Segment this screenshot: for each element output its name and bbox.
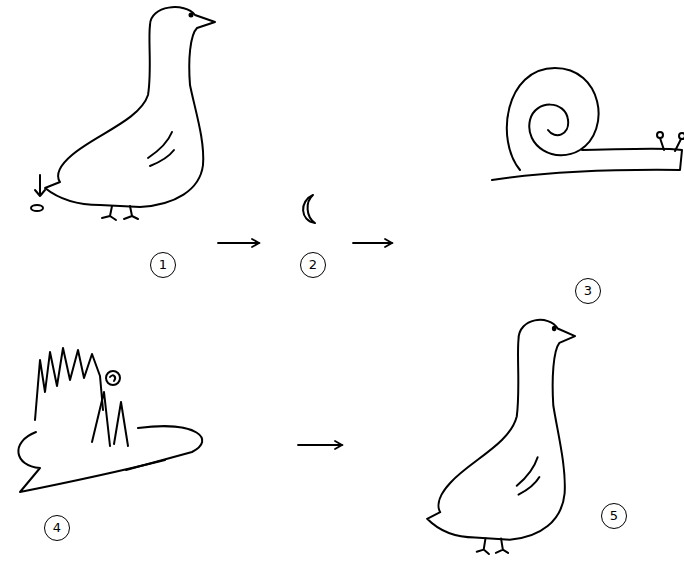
snail-drawing <box>492 68 684 180</box>
callout-number: 5 <box>601 503 627 529</box>
life-stage: 5 <box>345 305 595 555</box>
callout-number: 1 <box>150 252 176 278</box>
life-stage: 1 <box>25 0 215 290</box>
goose-drawing <box>427 320 575 554</box>
egg <box>31 205 43 211</box>
drop-arrow <box>35 175 45 196</box>
callout-number: 4 <box>44 515 70 541</box>
callout-number: 3 <box>575 278 601 304</box>
larva <box>303 195 315 223</box>
life-stage: 4 <box>5 330 295 555</box>
life-stage: 3 <box>395 100 682 310</box>
stage-arrow <box>353 239 392 247</box>
life-stage: 2 <box>262 185 350 290</box>
callout-number: 2 <box>300 252 326 278</box>
stage-arrow <box>218 239 259 247</box>
stage-arrow <box>298 441 342 449</box>
grass-drawing <box>18 348 202 492</box>
goose-drawing <box>45 7 215 220</box>
